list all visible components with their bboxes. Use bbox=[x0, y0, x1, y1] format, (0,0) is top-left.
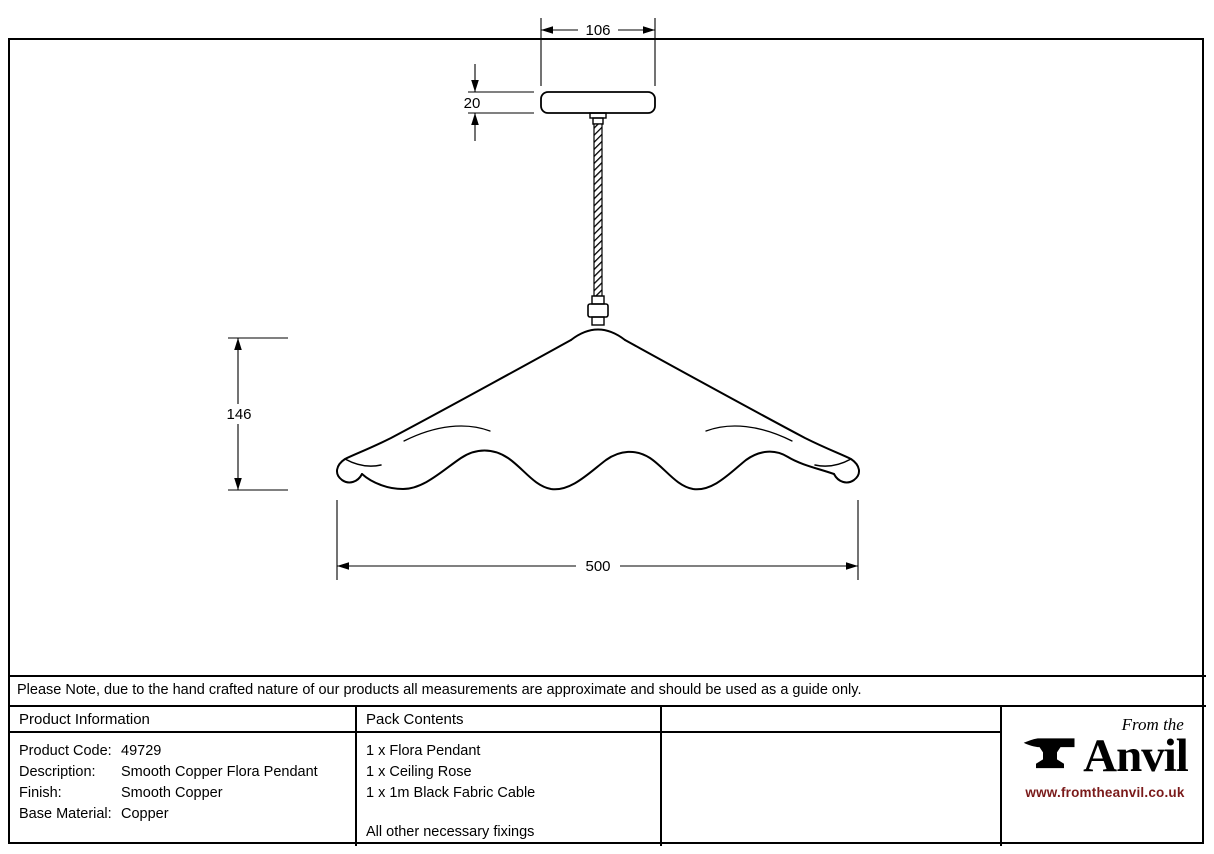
shade-back-rim-left bbox=[403, 425, 491, 442]
pack-item: 1 x 1m Black Fabric Cable bbox=[366, 785, 536, 801]
note-bar-bottom-rule bbox=[8, 705, 1206, 707]
dimension-shade-height bbox=[228, 337, 288, 491]
shade-back-rim-right bbox=[705, 425, 793, 442]
product-row-value: Smooth Copper Flora Pendant bbox=[121, 764, 318, 780]
dim-arrow bbox=[541, 26, 553, 34]
brand-logo: From the Anvil www.fromtheanvil.co.uk bbox=[1016, 716, 1194, 800]
brand-logo-top: From the Anvil bbox=[1022, 715, 1189, 782]
shade-wavy-rim bbox=[361, 449, 835, 491]
lamp-holder bbox=[587, 303, 609, 318]
table-divider-3 bbox=[1000, 705, 1002, 846]
pendant-drawing bbox=[336, 91, 860, 491]
shade-left-edge bbox=[336, 339, 572, 484]
table-header-rule bbox=[8, 731, 1002, 733]
product-row-label: Product Code: bbox=[19, 743, 112, 759]
dim-arrow bbox=[471, 113, 479, 125]
product-row-value: Smooth Copper bbox=[121, 785, 223, 801]
dim-label-shade-width: 500 bbox=[585, 558, 610, 575]
dim-label-shade-height: 146 bbox=[226, 406, 251, 423]
brand-logo-text: From the Anvil bbox=[1083, 715, 1189, 782]
dim-arrow bbox=[337, 562, 349, 570]
product-row-label: Base Material: bbox=[19, 806, 112, 822]
anvil-icon bbox=[1023, 738, 1075, 769]
shade-right-edge bbox=[624, 339, 860, 484]
product-info-header: Product Information bbox=[19, 711, 150, 728]
product-row-value: Copper bbox=[121, 806, 169, 822]
brand-url: www.fromtheanvil.co.uk bbox=[1025, 785, 1185, 800]
dim-arrow bbox=[471, 80, 479, 92]
cable-grip-bottom bbox=[591, 295, 605, 305]
fabric-cable bbox=[593, 123, 603, 297]
product-info-rows: Product Code: 49729 Description: Smooth … bbox=[19, 741, 318, 825]
brand-name: Anvil bbox=[1083, 730, 1189, 782]
product-row-label: Finish: bbox=[19, 785, 62, 801]
note-bar-top-rule bbox=[8, 675, 1206, 677]
dim-arrow bbox=[234, 478, 242, 490]
ceiling-rose bbox=[540, 91, 656, 114]
dim-label-rose-height: 20 bbox=[464, 95, 481, 112]
dimension-rose-height bbox=[468, 64, 534, 141]
dim-label-rose-width: 106 bbox=[585, 22, 610, 39]
dim-arrow bbox=[846, 562, 858, 570]
note-text: Please Note, due to the hand crafted nat… bbox=[17, 682, 862, 698]
shade-right-fold bbox=[814, 458, 852, 467]
technical-drawing: 106 20 146 500 bbox=[226, 18, 860, 580]
pack-contents-footer: All other necessary fixings bbox=[366, 824, 535, 840]
table-divider-2 bbox=[660, 705, 662, 846]
pack-contents-header: Pack Contents bbox=[366, 711, 464, 728]
holder-neck bbox=[591, 316, 605, 326]
dimension-rose-width bbox=[540, 18, 656, 86]
brand-tagline: From the bbox=[1121, 715, 1184, 734]
sheet-border bbox=[8, 38, 1204, 844]
table-divider-1 bbox=[355, 705, 357, 846]
product-row-label: Description: bbox=[19, 764, 96, 780]
pack-item: 1 x Ceiling Rose bbox=[366, 764, 472, 780]
pack-item: 1 x Flora Pendant bbox=[366, 743, 481, 759]
dim-arrow bbox=[643, 26, 655, 34]
dimension-shade-width bbox=[336, 500, 859, 580]
dim-arrow bbox=[234, 338, 242, 350]
product-row-value: 49729 bbox=[121, 743, 162, 759]
shade-left-fold bbox=[344, 458, 382, 467]
pack-contents-list: 1 x Flora Pendant 1 x Ceiling Rose 1 x 1… bbox=[366, 741, 535, 804]
shade-top-dome bbox=[570, 328, 626, 341]
cable-grip-top bbox=[592, 117, 604, 125]
